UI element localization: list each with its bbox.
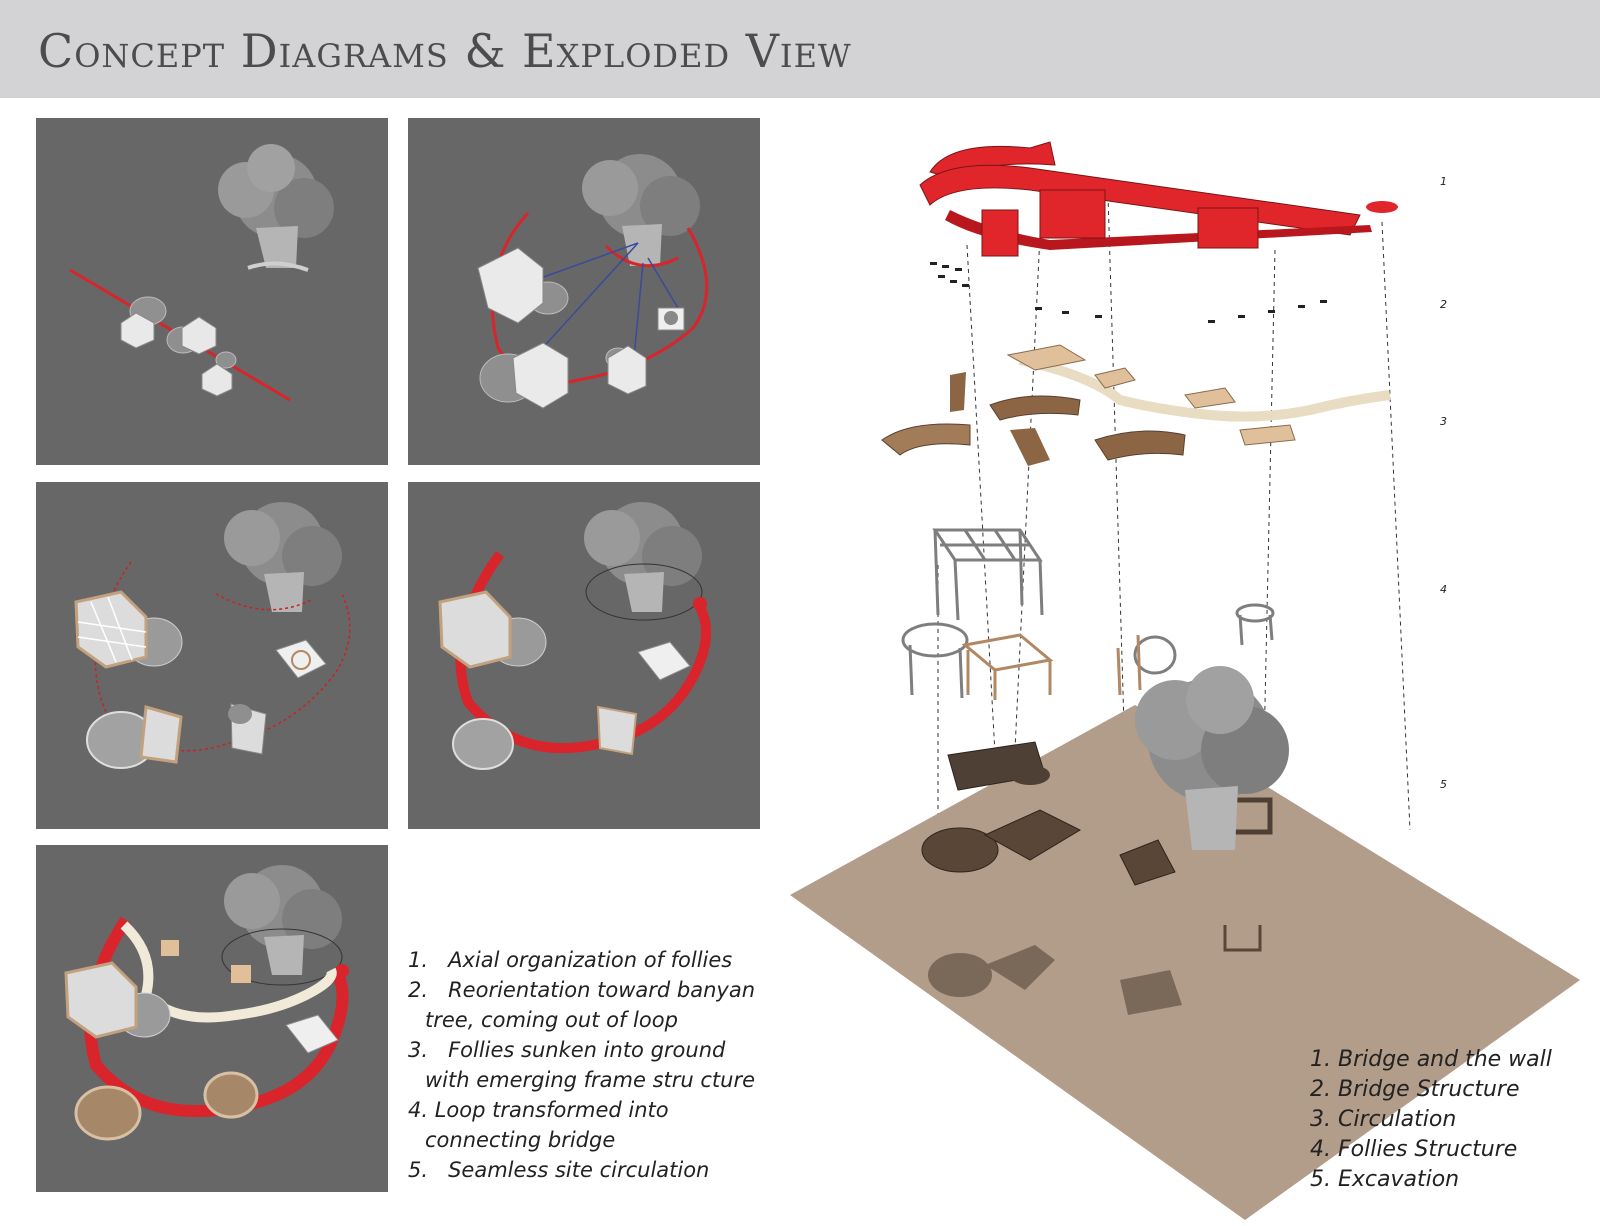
layer-legend-item-1: 1. Bridge and the wall: [1310, 1047, 1552, 1072]
panel-1-drawing: [69, 144, 334, 402]
banyan-tree-icon: [1135, 666, 1289, 850]
layer-numbers: 1 2 3 4 5: [1440, 175, 1447, 791]
banyan-tree-icon: [582, 154, 700, 266]
layer-number-4: 4: [1440, 583, 1447, 596]
layer-legend-item-4: 4. Follies Structure: [1310, 1137, 1518, 1162]
concept-panel-4: [408, 482, 760, 829]
concept-panel-2: [408, 118, 760, 465]
layer-2-bridge-structure: [930, 262, 1327, 323]
concept-panel-1: [36, 118, 388, 465]
circulation-path: [120, 921, 337, 1023]
banyan-tree-icon: [224, 502, 342, 612]
concept-item-4: 4. Loop transformed into connecting brid…: [408, 1098, 669, 1152]
layer-legend-item-5: 5. Excavation: [1310, 1167, 1460, 1192]
concept-list: 1. Axial organization of follies 2. Reor…: [408, 945, 760, 1185]
layer-legend: 1. Bridge and the wall 2. Bridge Structu…: [1310, 1045, 1600, 1195]
concept-panel-3: [36, 482, 388, 829]
layer-legend-item-2: 2. Bridge Structure: [1310, 1077, 1520, 1102]
concept-item-5: 5. Seamless site circulation: [408, 1158, 710, 1182]
layer-number-1: 1: [1440, 175, 1447, 188]
panel-3-drawing: [74, 502, 351, 769]
concept-item-2: 2. Reorientation toward banyan tree, com…: [408, 978, 756, 1032]
layer-number-5: 5: [1440, 778, 1447, 791]
banyan-tree-icon: [584, 502, 702, 612]
panel-5-drawing: [64, 865, 349, 1141]
layer-3-circulation: [881, 344, 1391, 466]
header-bar: Concept Diagrams & Exploded View: [0, 0, 1600, 98]
bridge-end: [693, 597, 707, 611]
panel-2-drawing: [477, 154, 709, 409]
concept-panel-5: [36, 845, 388, 1192]
layer-number-2: 2: [1440, 298, 1447, 311]
layer-legend-item-3: 3. Circulation: [1310, 1107, 1457, 1132]
exploded-view-drawing: 1 2 3 4 5: [790, 141, 1580, 1220]
layer-1-bridge-wall: [919, 141, 1398, 257]
layer-number-3: 3: [1440, 415, 1447, 428]
concept-item-3: 3. Follies sunken into ground with emerg…: [408, 1038, 756, 1092]
layer-5-excavation: [790, 666, 1580, 1220]
banyan-tree-icon: [218, 144, 334, 272]
panel-4-drawing: [438, 502, 712, 770]
banyan-tree-icon: [224, 865, 342, 975]
layer-4-follies-structure: [901, 528, 1275, 700]
page-title: Concept Diagrams & Exploded View: [38, 24, 852, 78]
concept-item-1: 1. Axial organization of follies: [408, 948, 733, 972]
